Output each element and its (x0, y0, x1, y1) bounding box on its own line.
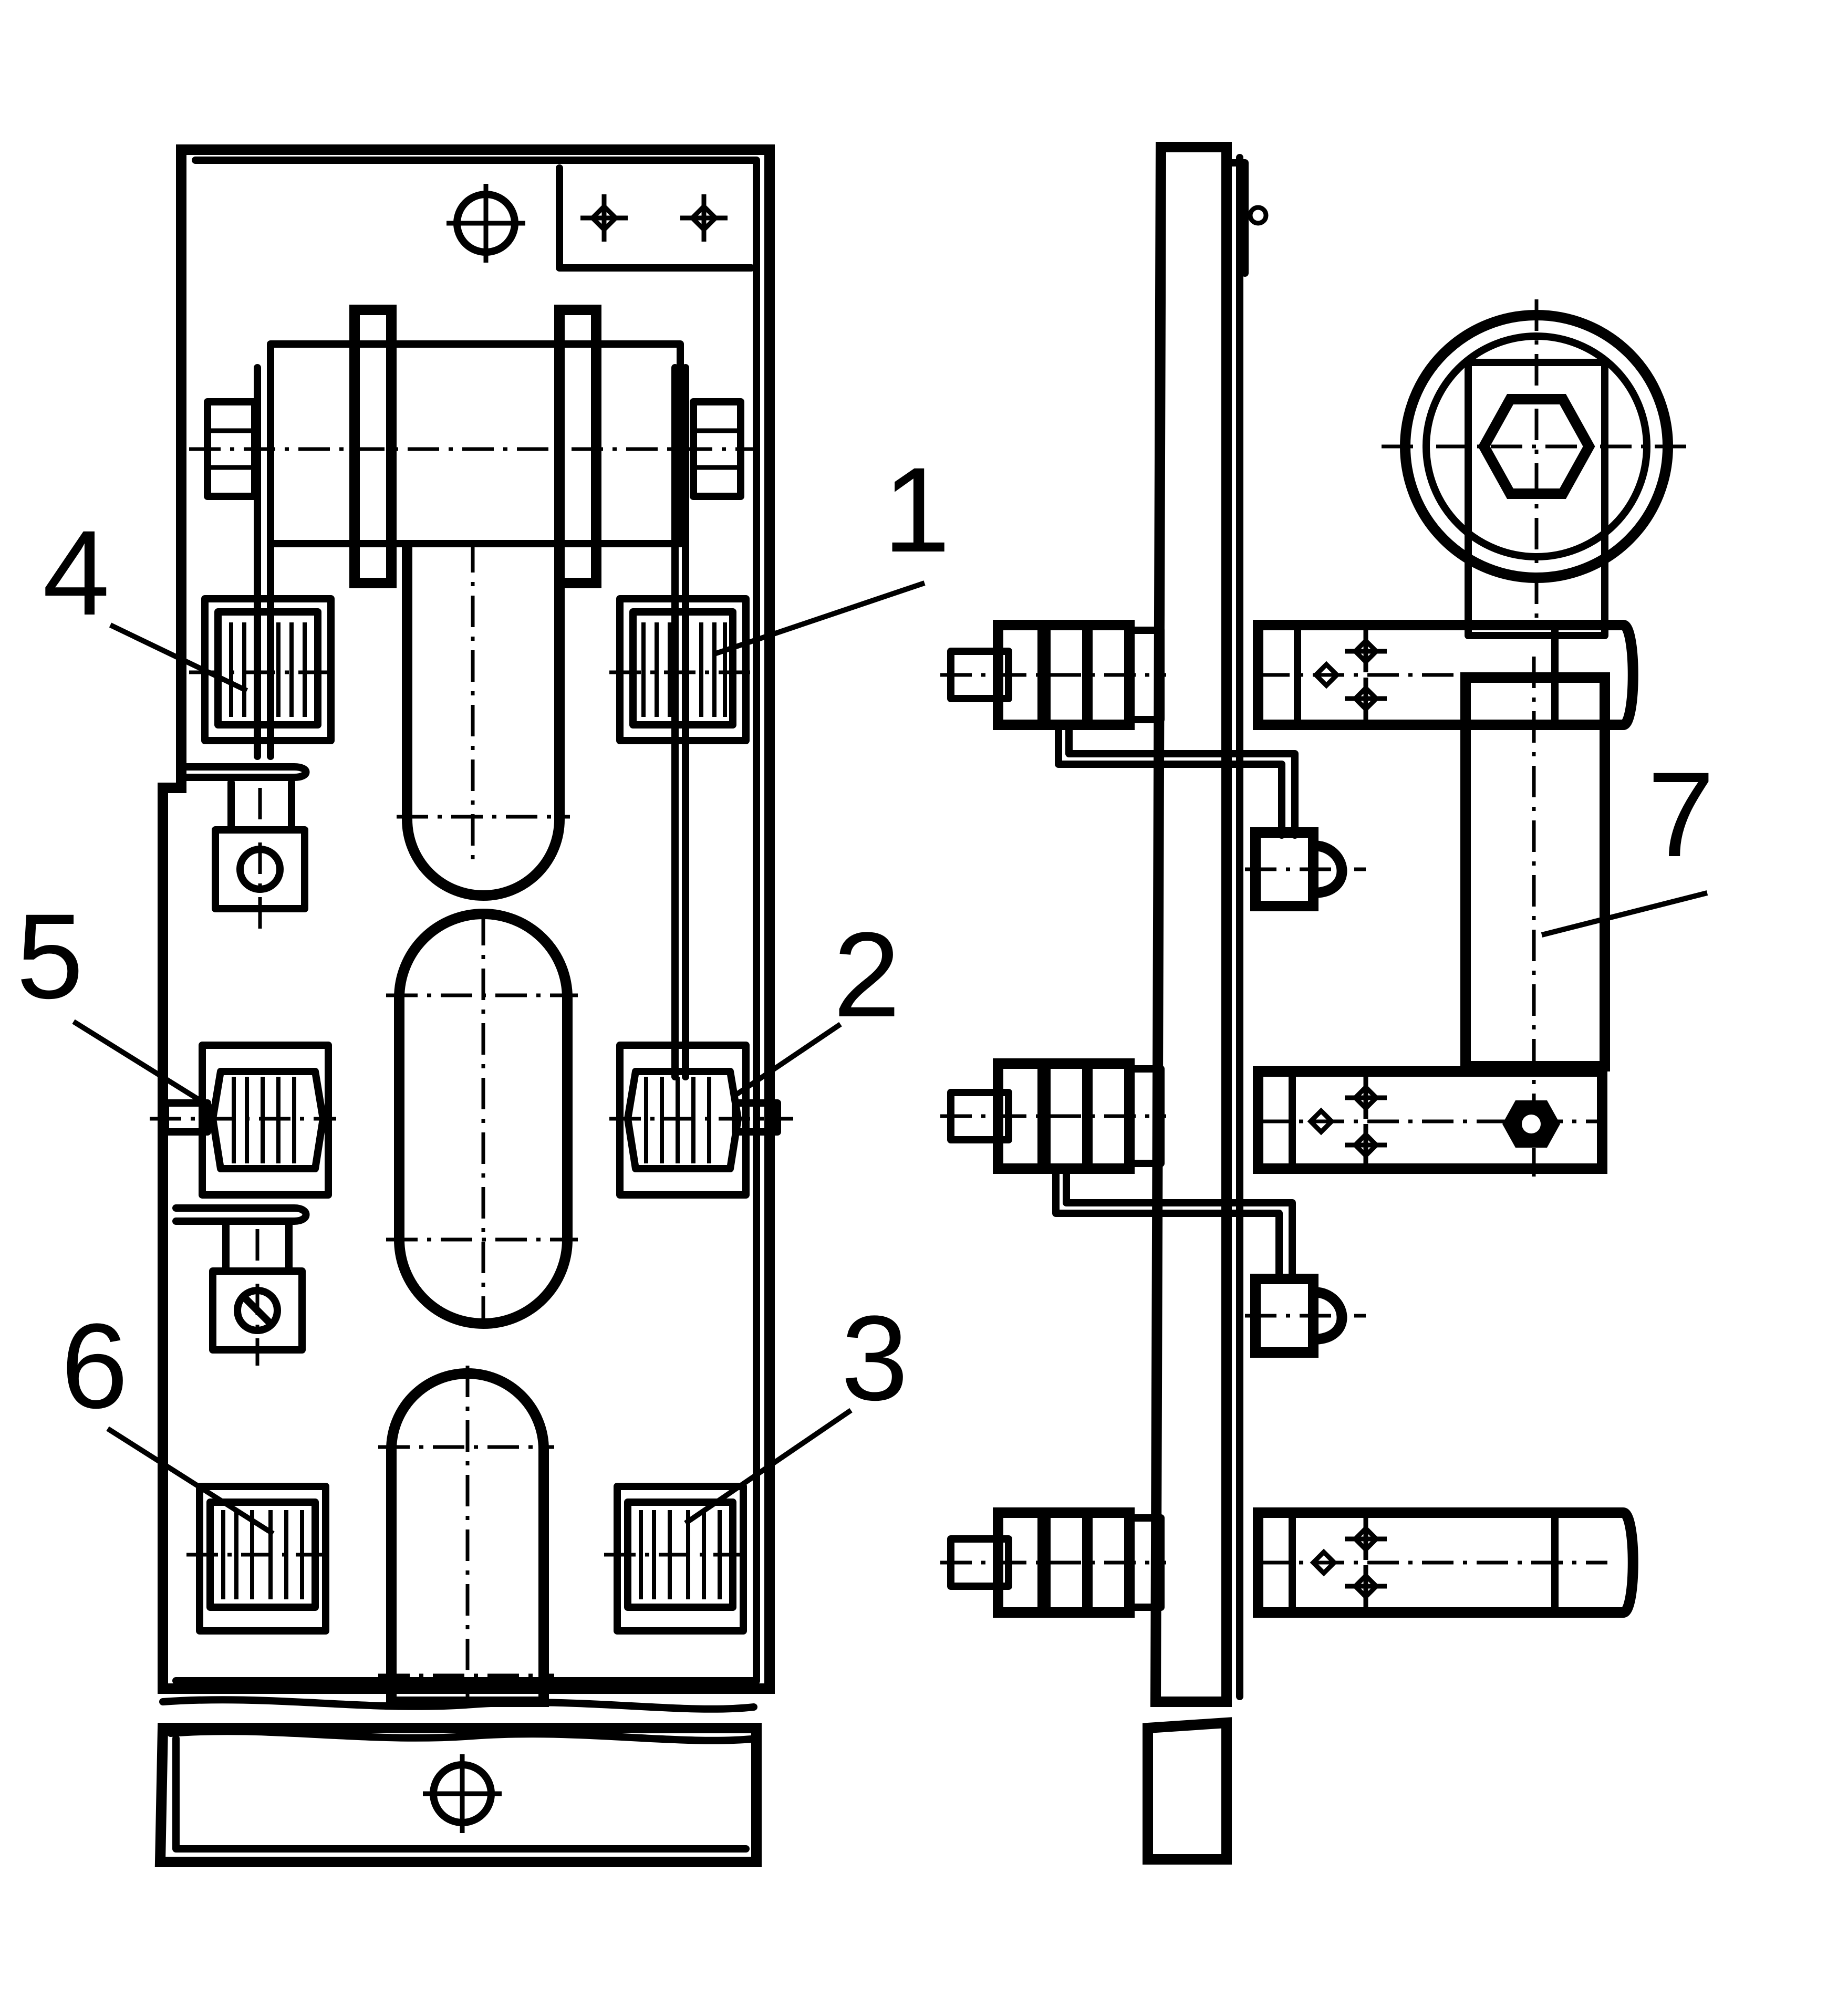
slot-middle (386, 909, 578, 1329)
callouts: 1 2 3 4 5 6 7 (16, 442, 1715, 1536)
bolt-upper (940, 620, 1299, 839)
lever-7 (1460, 657, 1610, 1177)
bolt-middle (940, 1058, 1296, 1283)
callout-2: 2 (833, 907, 900, 1042)
terminal-lower (1245, 1274, 1366, 1358)
callout-7: 7 (1647, 747, 1715, 882)
leader-2 (734, 1022, 842, 1098)
leader-4 (109, 622, 248, 693)
mounting-hole-bottom (423, 1754, 502, 1833)
callout-6: 6 (61, 1298, 128, 1433)
side-plate (1150, 142, 1232, 1707)
callout-5: 5 (16, 889, 84, 1024)
adjusting-screw-lower (172, 1204, 310, 1366)
switch-6 (186, 1483, 336, 1635)
switch-4 (189, 595, 336, 744)
side-plate-lower (1143, 1717, 1232, 1865)
switch-5 (150, 1042, 336, 1199)
callout-1: 1 (883, 442, 950, 577)
bolt-lower (940, 1507, 1166, 1618)
switch-1 (609, 595, 756, 744)
leader-3 (684, 1408, 853, 1526)
switch-3 (604, 1483, 756, 1635)
terminal-upper (1245, 827, 1366, 911)
arm-lower (1253, 1507, 1638, 1618)
front-plate-outline (158, 144, 775, 1694)
side-view (940, 142, 1691, 1865)
adjusting-screw-upper (178, 763, 310, 935)
leader-6 (106, 1426, 275, 1536)
leader-5 (72, 1019, 214, 1111)
slot-upper (397, 541, 570, 901)
callout-4: 4 (43, 505, 110, 640)
arm-middle (1253, 1066, 1607, 1174)
mounting-hole-top (447, 184, 525, 263)
arm-upper (1253, 620, 1638, 730)
switch-2 (609, 1042, 793, 1199)
slot-lower (378, 1366, 554, 1707)
leader-1 (713, 580, 926, 657)
roller-wheel (1382, 299, 1691, 639)
front-bottom-block (154, 1723, 762, 1867)
leader-7 (1541, 890, 1708, 938)
callout-3: 3 (841, 1291, 908, 1425)
nameplate (556, 164, 755, 272)
front-view (150, 144, 793, 1867)
